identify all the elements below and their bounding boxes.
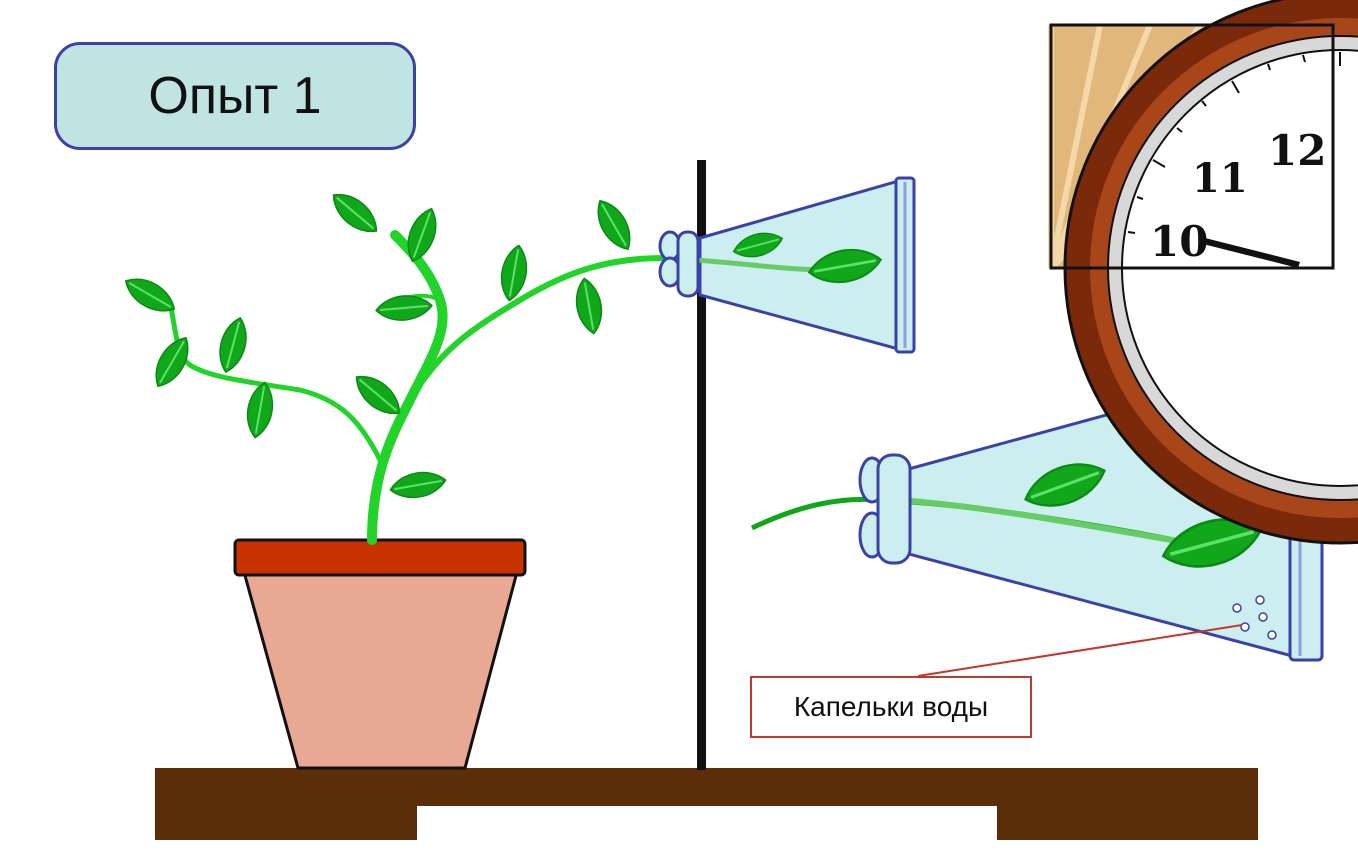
experiment-title: Опыт 1 <box>54 42 416 150</box>
table <box>155 768 1258 840</box>
water-droplets <box>1232 595 1277 640</box>
flower-pot <box>233 538 527 770</box>
water-droplets-label: Капельки воды <box>750 676 1032 738</box>
clock-inset: 12 11 10 <box>1048 0 1358 545</box>
clock-number-12: 12 <box>1268 126 1326 175</box>
clock-number-10: 10 <box>1150 217 1208 266</box>
stand-rod <box>697 160 706 770</box>
pointer-line <box>917 624 1243 677</box>
upper-flask <box>658 176 916 354</box>
clock-number-11: 11 <box>1192 155 1248 202</box>
clock-hand <box>1203 238 1300 268</box>
